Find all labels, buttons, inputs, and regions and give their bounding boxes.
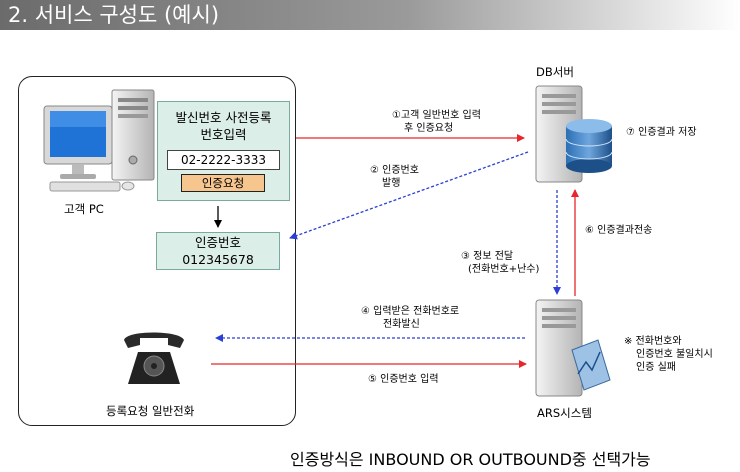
- computer-icon: [43, 89, 155, 192]
- step3-line1: ③ 정보 전달: [461, 251, 514, 262]
- step2-line2: 발행: [382, 178, 401, 189]
- auth-request-button[interactable]: 인증요청: [181, 174, 265, 192]
- note-line2: 인증번호 불일치시: [636, 349, 713, 360]
- client-area-box: [18, 76, 296, 426]
- client-pc-label: 고객 PC: [64, 202, 104, 216]
- step1-line1: ①고객 일반번호 입력: [392, 110, 481, 121]
- registration-line1: 발신번호 사전등록: [175, 110, 272, 125]
- ars-system-label: ARS시스템: [537, 406, 592, 420]
- step5-label: ⑤ 인증번호 입력: [368, 374, 439, 385]
- telephone-icon: [124, 332, 184, 384]
- auth-number-title: 인증번호: [194, 235, 241, 250]
- registration-panel: 발신번호 사전등록 번호입력 02-2222-3333 인증요청: [157, 101, 290, 201]
- registration-line2: 번호입력: [200, 127, 247, 142]
- chart-card-icon: [571, 339, 611, 391]
- title-bar: [0, 0, 740, 30]
- auth-number-value: 012345678: [182, 252, 254, 267]
- note-line1: ※ 전화번호와: [624, 336, 682, 347]
- step1-line2: 후 인증요청: [404, 123, 454, 134]
- step4-line2: 전화발신: [383, 319, 420, 330]
- step7-label: ⑦ 인증결과 저장: [626, 127, 697, 138]
- step6-label: ⑥ 인증결과전송: [585, 225, 653, 236]
- database-icon: [565, 119, 613, 173]
- step3-line2: (전화번호+난수): [468, 264, 540, 275]
- phone-label: 등록요청 일반전화: [106, 404, 195, 418]
- auth-method-footer: 인증방식은 INBOUND OR OUTBOUND중 선택가능: [290, 450, 651, 469]
- arrow-step2: [289, 151, 529, 240]
- auth-number-panel: 인증번호 012345678: [156, 232, 280, 270]
- step2-line1: ② 인증번호: [370, 165, 419, 176]
- db-server-label: DB서버: [536, 65, 574, 79]
- page-title: 2. 서비스 구성도 (예시): [8, 3, 220, 27]
- phone-number-input[interactable]: 02-2222-3333: [167, 150, 280, 170]
- note-line3: 인증 실패: [636, 362, 676, 373]
- ars-server-icon: [535, 299, 611, 397]
- db-server-icon: [535, 85, 613, 183]
- step4-line1: ④ 입력받은 전화번호로: [361, 306, 460, 317]
